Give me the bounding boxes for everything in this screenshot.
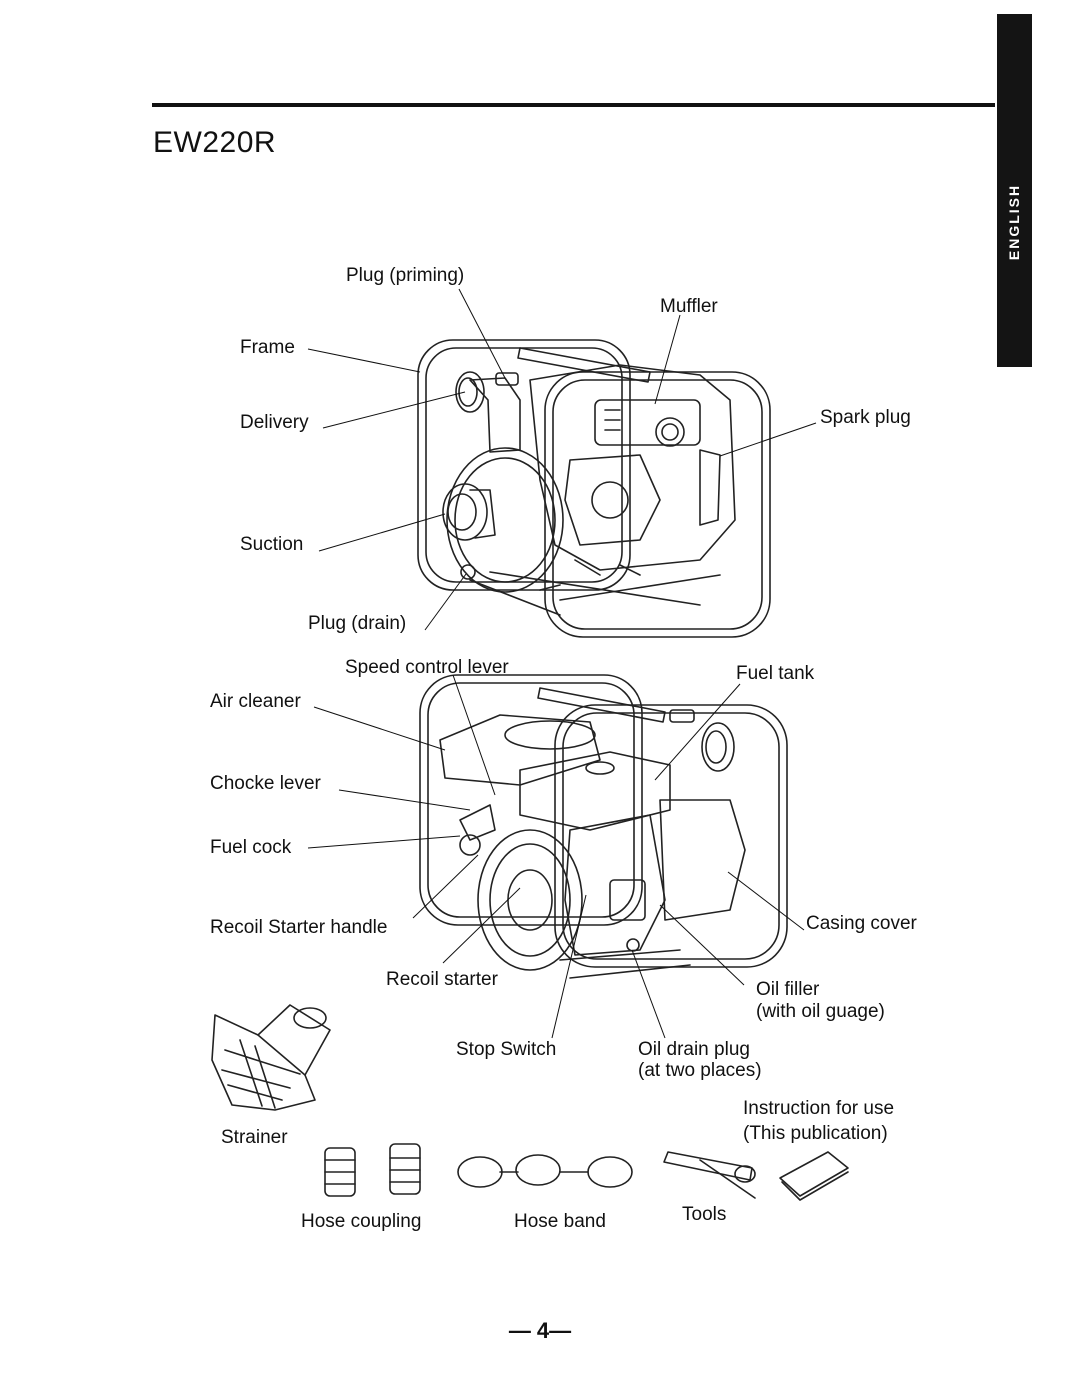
label-oil-filler-note: (with oil guage) <box>756 1001 885 1022</box>
label-strainer: Strainer <box>221 1127 288 1148</box>
label-recoil-starter: Recoil starter <box>386 969 498 990</box>
page-number: — 4— <box>508 1318 572 1343</box>
tools-illustration <box>663 1151 756 1199</box>
label-hose-band: Hose band <box>514 1211 606 1232</box>
label-fuel-cock: Fuel cock <box>210 837 292 858</box>
label-oil-drain-plug: Oil drain plug <box>638 1039 750 1060</box>
label-oil-drain-plug-note: (at two places) <box>638 1060 762 1081</box>
hose-band-illustration <box>457 1154 633 1188</box>
label-muffler: Muffler <box>660 296 718 317</box>
label-spark-plug: Spark plug <box>820 407 911 428</box>
label-speed-control-lever: Speed control lever <box>345 657 509 678</box>
label-fuel-tank: Fuel tank <box>736 663 815 684</box>
leader-lines <box>307 288 817 1039</box>
label-oil-filler: Oil filler <box>756 979 820 1000</box>
label-choke-lever: Chocke lever <box>210 773 321 794</box>
page-title: EW220R <box>153 126 277 159</box>
label-frame: Frame <box>240 337 295 358</box>
header-rule <box>152 103 995 107</box>
hose-coupling-illustration <box>324 1143 421 1197</box>
label-delivery: Delivery <box>240 412 309 433</box>
pump-illustration-back <box>419 674 788 979</box>
label-instruction-note: (This publication) <box>743 1123 888 1144</box>
label-suction: Suction <box>240 534 304 555</box>
label-plug-priming: Plug (priming) <box>346 265 465 286</box>
label-air-cleaner: Air cleaner <box>210 691 301 712</box>
label-hose-coupling: Hose coupling <box>301 1211 422 1232</box>
label-casing-cover: Casing cover <box>806 913 917 934</box>
label-stop-switch: Stop Switch <box>456 1039 557 1060</box>
language-tab <box>997 14 1032 367</box>
label-instruction: Instruction for use <box>743 1098 895 1119</box>
manual-illustration <box>779 1151 849 1201</box>
label-recoil-starter-handle: Recoil Starter handle <box>210 917 388 938</box>
label-tools: Tools <box>682 1204 727 1225</box>
strainer-illustration <box>211 1004 331 1111</box>
pump-illustration-front <box>417 339 771 638</box>
label-plug-drain: Plug (drain) <box>308 613 407 634</box>
